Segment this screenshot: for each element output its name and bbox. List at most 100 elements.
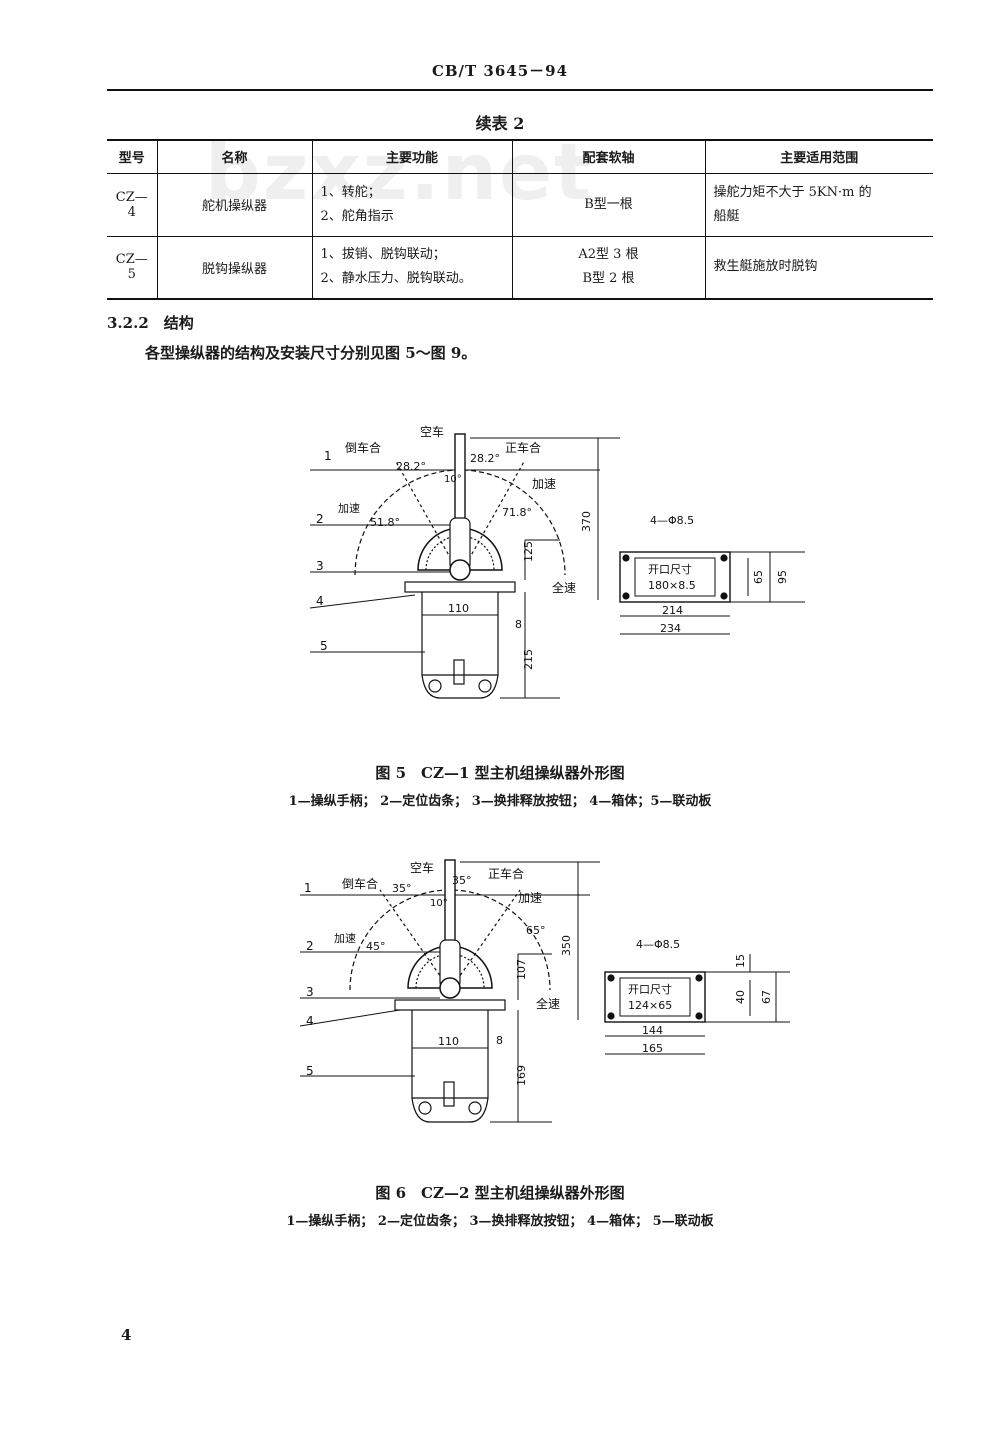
angle-label: 45°: [366, 940, 386, 953]
callout-number: 3: [316, 559, 324, 573]
section-title: 3.2.2 结构: [107, 314, 194, 332]
table-caption: 续表 2: [475, 114, 525, 133]
plate-slot: [453, 659, 465, 685]
angle-label: 10°: [430, 898, 448, 909]
spec-table: 型号 名称 主要功能 配套软轴 主要适用范围 CZ—4 舵机操纵器 1、转舵； …: [107, 139, 933, 300]
label-accel-right: 加速: [518, 891, 542, 905]
page-number: 4: [121, 1326, 132, 1344]
dim-label: 370: [580, 511, 593, 532]
angle-label: 35°: [452, 874, 472, 887]
label-forward: 正车合: [505, 440, 541, 455]
linkage-plate: [421, 674, 499, 699]
cutout-opening: [619, 977, 691, 1017]
col-header-name: 名称: [156, 139, 313, 174]
function-line: 1、转舵；: [320, 184, 381, 200]
table-row: CZ—5 脱钩操纵器 1、拔销、脱钩联动； 2、静水压力、脱钩联动。 A2型 3…: [107, 235, 933, 300]
section-text: 各型操纵器的结构及安装尺寸分别见图 5～图 9。: [145, 344, 477, 362]
dim-label: 8: [515, 618, 522, 631]
shaft-line: B型一根: [584, 196, 633, 212]
plate-hole: [478, 679, 492, 693]
cell-model: CZ—4: [107, 172, 158, 237]
cell-shafts: B型一根: [511, 172, 706, 237]
label-neutral: 空车: [420, 424, 444, 439]
callout-number: 4: [316, 594, 324, 608]
dim-label: 65: [752, 570, 765, 584]
figure-6-legend: 1—操纵手柄； 2—定位齿条； 3—换排释放按钮； 4—箱体； 5—联动板: [286, 1214, 714, 1229]
scope-line: 救生艇施放时脱钩: [713, 259, 818, 275]
plate-slot: [443, 1081, 455, 1107]
callout-number: 1: [304, 881, 312, 895]
standard-code: CB/T 3645－94: [431, 62, 569, 80]
label-reverse: 倒车合: [342, 876, 378, 891]
dim-label: 144: [642, 1024, 663, 1037]
mount-hole: [695, 974, 703, 982]
angle-label: 35°: [392, 882, 412, 895]
dim-label: 125: [522, 541, 535, 562]
box-body: [411, 1010, 489, 1099]
label-reverse: 倒车合: [345, 440, 381, 455]
reverse-line: [394, 459, 461, 576]
figure-5-legend: 1—操纵手柄； 2—定位齿条； 3—换排释放按钮； 4—箱体；5—联动板: [288, 794, 712, 809]
shaft-line: B型 2 根: [582, 271, 635, 287]
callout-number: 5: [306, 1064, 314, 1078]
angle-label: 10°: [444, 474, 462, 485]
cutout-outline: [619, 551, 731, 603]
callout-number: 3: [306, 985, 314, 999]
figure-5-caption: 图 5 CZ—1 型主机组操纵器外形图: [375, 764, 625, 782]
callout-number: 2: [316, 512, 324, 526]
col-header-model: 型号: [107, 139, 158, 174]
col-header-functions: 主要功能: [311, 139, 513, 174]
dim-label: 110: [438, 1035, 459, 1048]
header-rule: [107, 89, 933, 91]
mount-hole: [607, 974, 615, 982]
table-row: CZ—4 舵机操纵器 1、转舵； 2、舵角指示 B型一根 操舵力矩不大于 5KN…: [107, 172, 933, 237]
mount-hole: [622, 554, 630, 562]
cell-name: 脱钩操纵器: [156, 235, 313, 300]
label-forward: 正车合: [488, 866, 524, 881]
label-neutral: 空车: [410, 860, 434, 875]
cell-name: 舵机操纵器: [156, 172, 313, 237]
angle-label: 71.8°: [502, 506, 532, 519]
cell-model: CZ—5: [107, 235, 158, 300]
opening-size: 180×8.5: [648, 579, 696, 592]
angle-label: 65°: [526, 924, 546, 937]
scope-line: 船艇: [713, 208, 740, 224]
pivot: [449, 559, 471, 581]
opening-size: 124×65: [628, 999, 672, 1012]
callout-number: 1: [324, 449, 332, 463]
linkage-plate: [411, 1097, 489, 1123]
function-line: 2、舵角指示: [320, 208, 394, 224]
dim-label: 165: [642, 1042, 663, 1055]
mount-hole: [720, 592, 728, 600]
leader-line: [309, 594, 416, 609]
dim-label: 107: [515, 959, 528, 980]
dim-label: 169: [515, 1065, 528, 1086]
figure-6-drawing: 1 2 3 4 5 空车 倒车合 正车合 加速 加速 全速 35° 35° 45…: [299, 859, 790, 1123]
leader-line: [299, 1009, 401, 1027]
plate-hole: [468, 1101, 482, 1115]
dim-label: 214: [662, 604, 683, 617]
plate-hole: [418, 1101, 432, 1115]
dim-label: 95: [776, 570, 789, 584]
dim-label: 8: [496, 1034, 503, 1047]
table-header-row: 型号 名称 主要功能 配套软轴 主要适用范围: [107, 139, 933, 174]
cutout-opening: [634, 557, 716, 597]
plate-hole: [428, 679, 442, 693]
callout-number: 2: [306, 939, 314, 953]
hole-spec: 4—Φ8.5: [650, 514, 694, 527]
label-accel-left: 加速: [334, 932, 356, 945]
angle-label: 28.2°: [396, 460, 426, 473]
box-flange: [404, 581, 516, 593]
mount-hole: [607, 1012, 615, 1020]
label-accel-left: 加速: [338, 502, 360, 515]
label-accel-right: 加速: [532, 477, 556, 491]
function-line: 2、静水压力、脱钩联动。: [320, 271, 472, 287]
reverse-line: [379, 889, 451, 991]
dim-label: 67: [760, 990, 773, 1004]
col-header-scope: 主要适用范围: [704, 139, 933, 174]
dim-label: 15: [734, 954, 747, 968]
cell-scope: 操舵力矩不大于 5KN·m 的 船艇: [704, 172, 933, 237]
mount-hole: [622, 592, 630, 600]
box-flange: [394, 999, 506, 1011]
dim-label: 234: [660, 622, 681, 635]
